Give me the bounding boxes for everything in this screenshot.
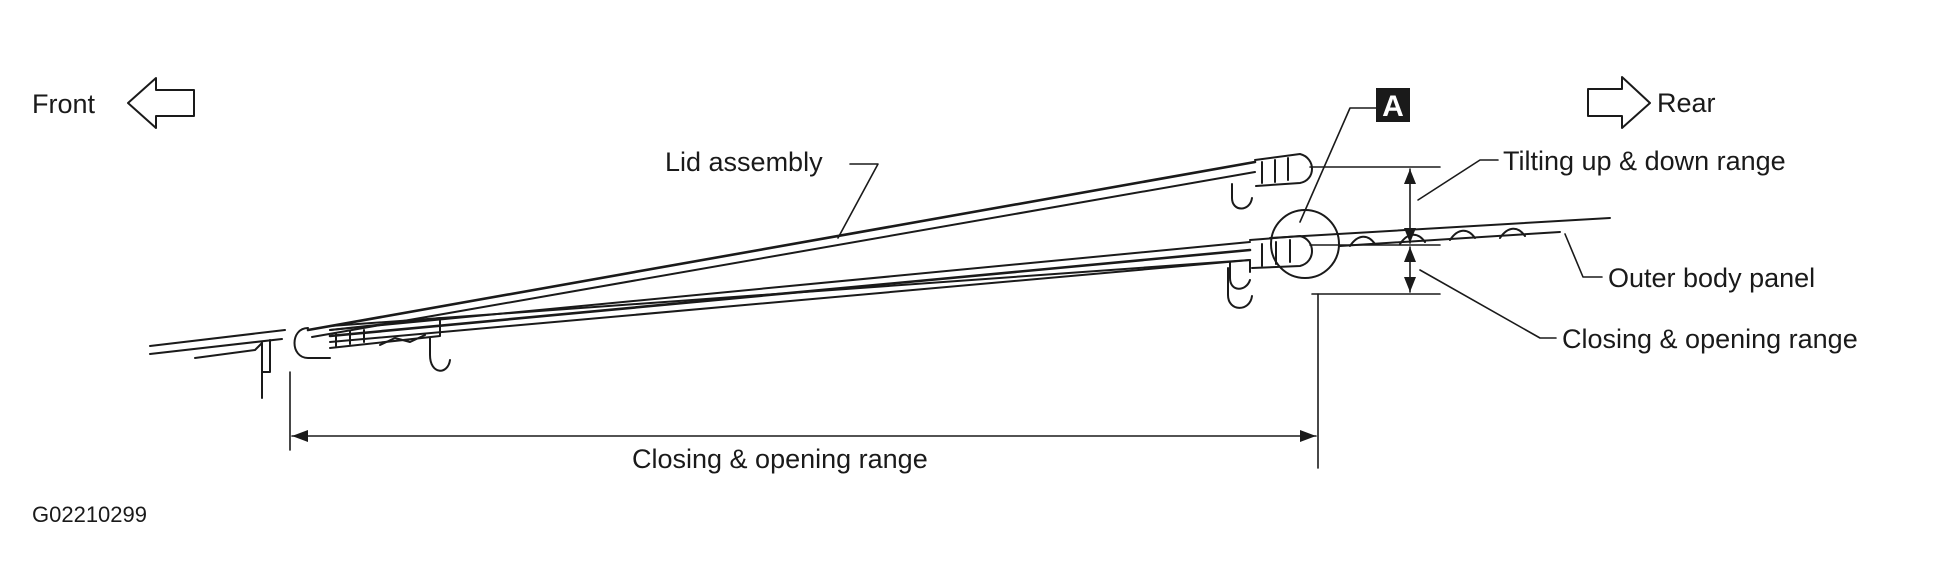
- detail-marker-label: A: [1382, 90, 1404, 123]
- outer-body-panel-leader: [1564, 233, 1603, 278]
- detail-a-circle: [1270, 209, 1340, 279]
- figure-code: G02210299: [32, 502, 147, 527]
- detail-marker-box: [1376, 88, 1410, 122]
- closing-range-right-leader: [1419, 269, 1557, 339]
- outer-body-panel-label: Outer body panel: [1608, 263, 1815, 293]
- rear-arrow-icon: [1587, 76, 1651, 129]
- front-label: Front: [32, 89, 96, 119]
- rear-label: Rear: [1657, 88, 1716, 118]
- closing-range-bottom-dimension: [289, 293, 1319, 469]
- lid-closed-position: [328, 235, 1313, 343]
- detail-marker-leader: [1299, 107, 1377, 223]
- lid-tilted-position: [306, 153, 1313, 338]
- tilting-range-leader: [1417, 159, 1499, 201]
- tilting-range-dimension: [1309, 166, 1441, 295]
- tilting-range-label: Tilting up & down range: [1503, 146, 1786, 176]
- lid-assembly-leader: [837, 163, 879, 239]
- outer-body-panel-rear: [1269, 217, 1611, 247]
- closing-range-right-label: Closing & opening range: [1562, 324, 1858, 354]
- outer-body-panel-front: [149, 329, 286, 399]
- lid-middle-position: [329, 259, 1251, 327]
- closing-range-bottom-label: Closing & opening range: [632, 444, 928, 474]
- lid-assembly-label: Lid assembly: [665, 147, 823, 177]
- front-arrow-icon: [127, 77, 195, 129]
